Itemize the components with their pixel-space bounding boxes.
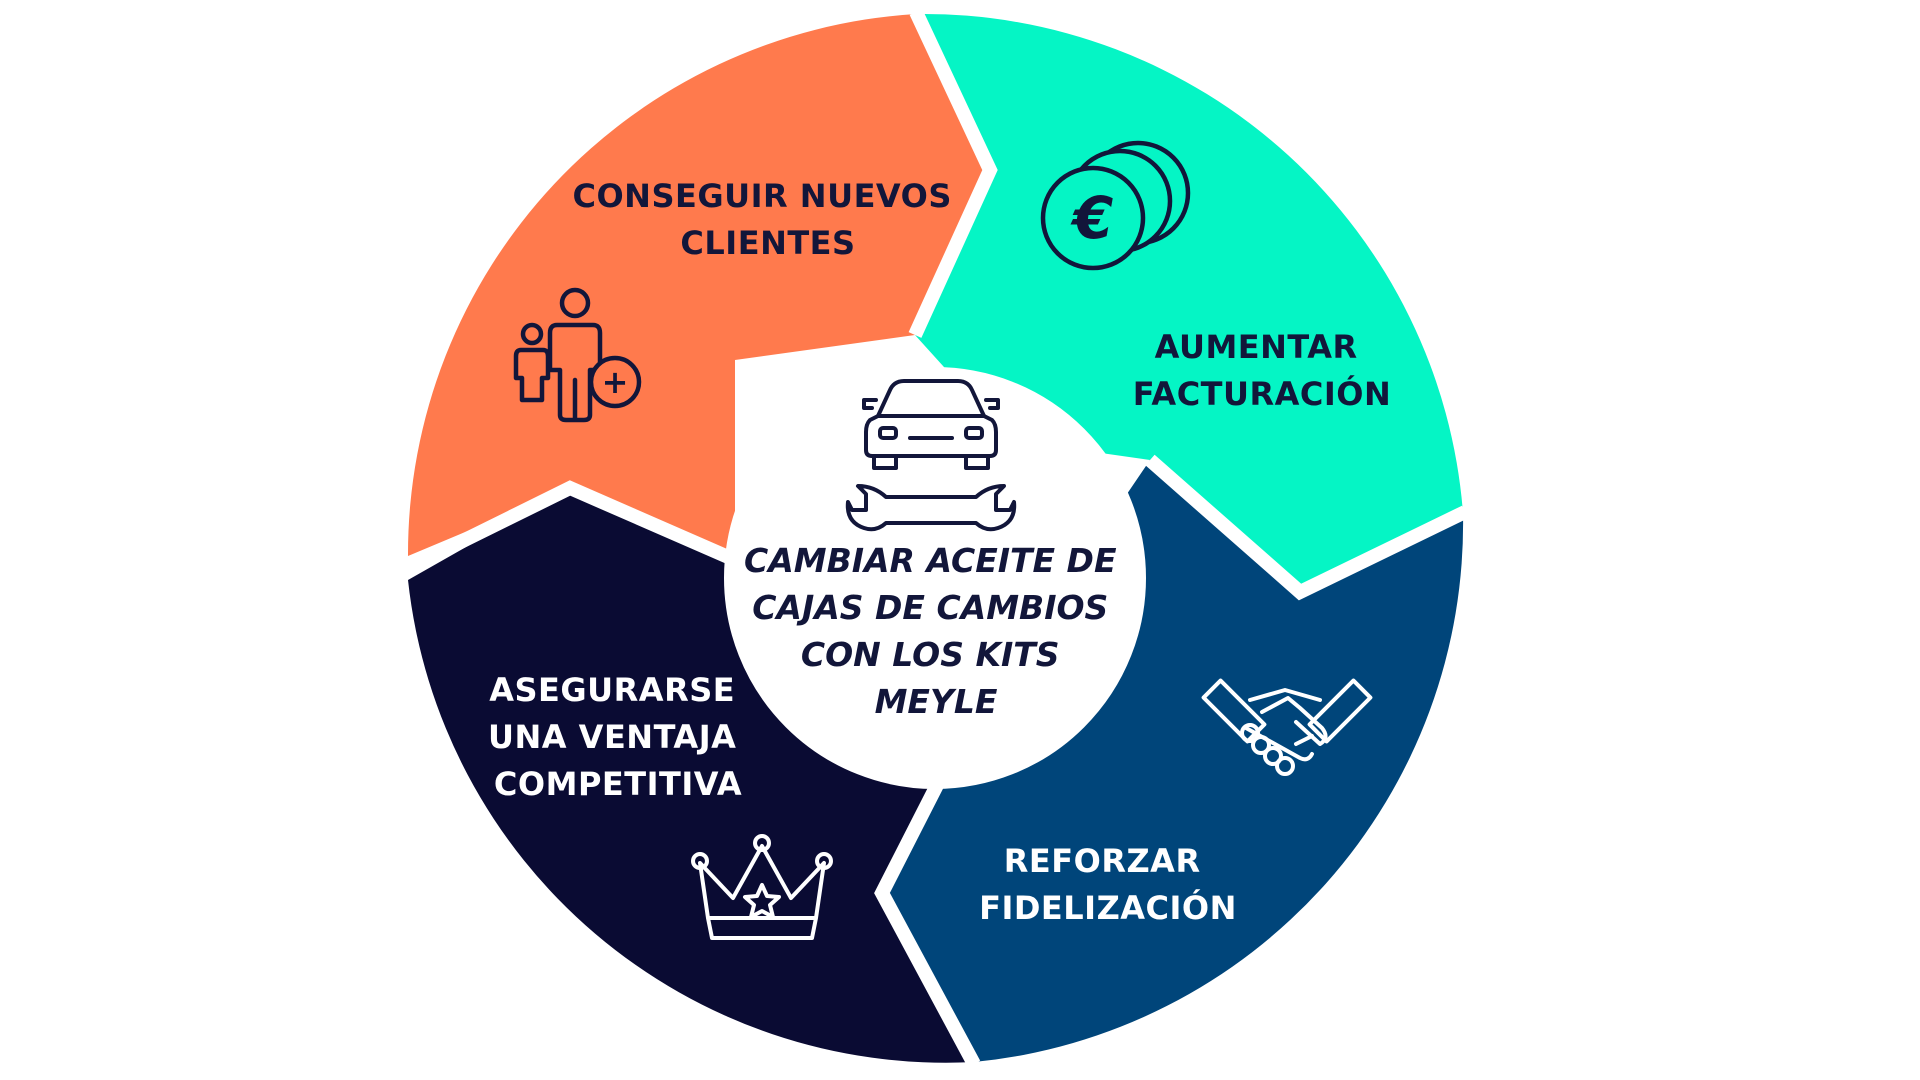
wrench-icon	[845, 484, 1017, 532]
label-line: FIDELIZACIÓN	[979, 888, 1237, 927]
crown-icon	[691, 834, 833, 940]
label-line: REFORZAR	[1004, 842, 1201, 880]
label-fidelizacion: REFORZAR FIDELIZACIÓN	[979, 842, 1237, 927]
segment-separators	[404, 9, 1469, 1068]
center-label: CAMBIAR ACEITE DE CAJAS DE CAMBIOS CON L…	[744, 541, 1128, 721]
center-label-line: CAMBIAR ACEITE DE	[744, 541, 1117, 580]
label-line: UNA VENTAJA	[488, 718, 736, 756]
plus-icon: +	[602, 363, 629, 401]
label-line: CONSEGUIR NUEVOS	[572, 177, 951, 215]
label-line: CLIENTES	[680, 224, 855, 262]
segment-nuevos-clientes	[407, 14, 990, 560]
handshake-icon	[1201, 678, 1373, 776]
label-nuevos-clientes: CONSEGUIR NUEVOS CLIENTES	[572, 177, 963, 262]
center-label-line: MEYLE	[875, 682, 998, 721]
center-circle	[724, 367, 1146, 789]
label-line: ASEGURARSE	[489, 671, 735, 709]
car-icon	[862, 379, 1000, 470]
segment-fidelizacion	[882, 460, 1464, 1062]
center-label-line: CAJAS DE CAMBIOS	[752, 588, 1108, 627]
label-line: FACTURACIÓN	[1133, 374, 1392, 413]
segment-facturacion	[915, 13, 1463, 592]
label-ventaja-competitiva: ASEGURARSE UNA VENTAJA COMPETITIVA	[488, 671, 748, 803]
label-line: AUMENTAR	[1155, 328, 1358, 366]
label-facturacion: AUMENTAR FACTURACIÓN	[1133, 328, 1392, 413]
center-label-line: CON LOS KITS	[801, 635, 1060, 674]
label-line: COMPETITIVA	[494, 765, 742, 803]
segment-ventaja-competitiva	[408, 488, 974, 1063]
people-add-icon	[513, 287, 642, 423]
euro-glyph: €	[1070, 184, 1113, 252]
euro-coins-icon	[1040, 140, 1191, 271]
